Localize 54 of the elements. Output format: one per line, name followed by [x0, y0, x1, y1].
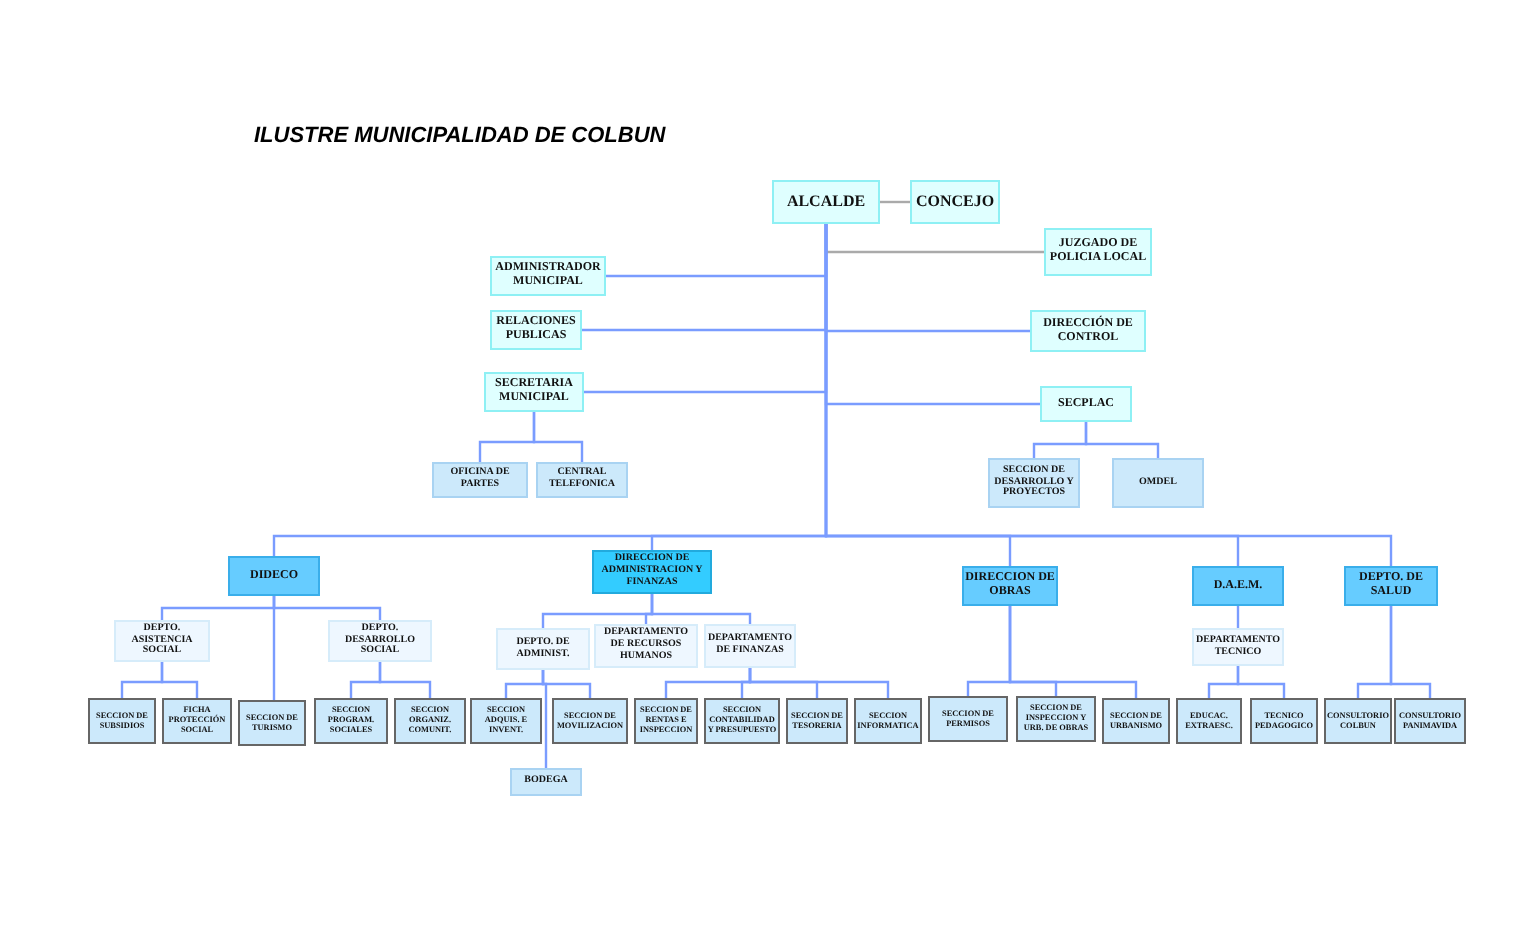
connector-line	[1389, 606, 1432, 698]
section-box	[238, 700, 306, 746]
office-box	[484, 372, 584, 412]
office-box	[1030, 310, 1146, 352]
section-box	[1112, 458, 1204, 508]
directorate-box	[228, 556, 320, 596]
department-box	[1192, 628, 1284, 666]
section-box	[1250, 698, 1318, 744]
section-box	[470, 698, 542, 744]
section-box	[634, 698, 698, 744]
connector-line	[160, 662, 199, 698]
department-box	[114, 620, 210, 662]
section-box	[854, 698, 922, 744]
section-box	[432, 462, 528, 498]
section-box	[1102, 698, 1170, 744]
section-box	[162, 698, 232, 744]
department-box	[496, 628, 590, 670]
section-box	[552, 698, 628, 744]
office-box	[910, 180, 1000, 224]
department-box	[594, 624, 698, 668]
connector-line	[541, 670, 548, 768]
connector-line	[748, 668, 890, 698]
section-box	[314, 698, 388, 744]
connector-line	[1084, 422, 1160, 458]
department-box	[328, 620, 432, 662]
connector-line	[650, 594, 752, 624]
connector-line	[1008, 606, 1138, 698]
section-box	[928, 696, 1008, 742]
directorate-box	[1344, 566, 1438, 606]
connector-line	[272, 596, 276, 700]
node-label: ALCALDE	[786, 192, 866, 212]
section-box	[704, 698, 780, 744]
section-box	[786, 698, 848, 744]
page-title: ILUSTRE MUNICIPALIDAD DE COLBUN	[254, 124, 666, 148]
node-label: CONCEJO	[915, 192, 995, 212]
section-box	[1016, 696, 1096, 742]
department-box	[704, 624, 796, 668]
connector-line	[378, 662, 432, 698]
connector-line	[880, 200, 910, 204]
connector-line	[532, 412, 584, 462]
office-box	[1040, 386, 1132, 422]
section-box	[88, 698, 156, 744]
section-box	[1394, 698, 1466, 744]
office-box	[772, 180, 880, 224]
section-box	[1176, 698, 1242, 744]
connector-line	[1236, 606, 1240, 628]
directorate-box	[592, 550, 712, 594]
connector-line	[1236, 666, 1286, 698]
directorate-box	[1192, 566, 1284, 606]
section-box	[510, 768, 582, 796]
section-box	[536, 462, 628, 498]
section-box	[1324, 698, 1392, 744]
section-box	[394, 698, 466, 744]
office-box	[1044, 228, 1152, 276]
